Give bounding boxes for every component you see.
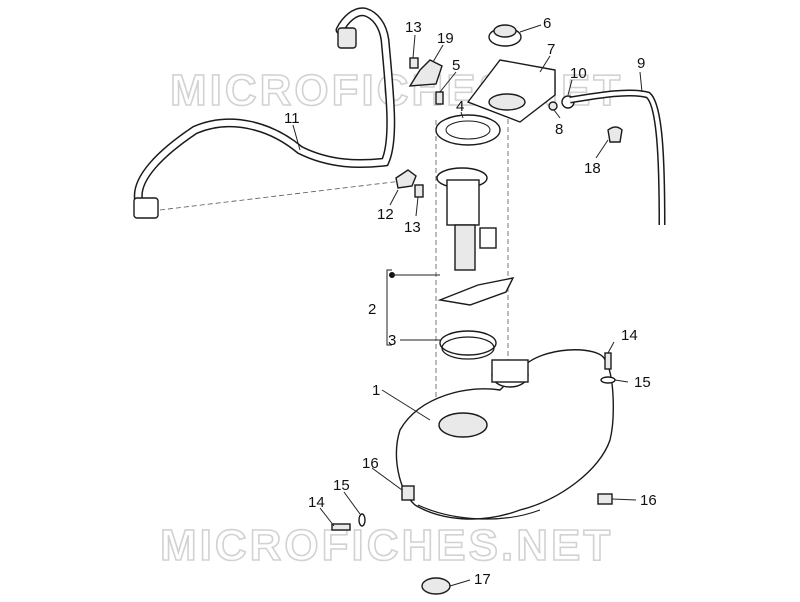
leader-9: [639, 71, 643, 93]
leader-10: [567, 79, 573, 96]
part-7-filler-tray: [466, 59, 556, 123]
part-17-grommet: [421, 577, 451, 595]
leader-4: [460, 111, 464, 119]
leader-13b: [415, 196, 419, 217]
callout-13-top: 13: [405, 19, 422, 36]
part-4-gasket-ring: [435, 114, 501, 146]
callout-17: 17: [474, 571, 491, 588]
part-1-fuel-tank: [395, 349, 614, 520]
callout-8: 8: [555, 121, 563, 138]
part-15-washer-left: [358, 513, 366, 527]
part-13-screw: [409, 57, 419, 69]
assembly-axis-line: [159, 179, 411, 211]
callout-5: 5: [452, 57, 460, 74]
leader-11: [292, 124, 301, 151]
leader-19: [432, 44, 444, 63]
part-3-seal-ring: [439, 330, 497, 360]
callout-15-right: 15: [634, 374, 651, 391]
callout-19: 19: [437, 30, 454, 47]
callout-18: 18: [584, 160, 601, 177]
leader-7: [539, 55, 551, 73]
leader-5: [439, 71, 457, 93]
leader-13a: [412, 34, 416, 59]
leader-16b: [611, 498, 637, 501]
leader-14a: [319, 507, 335, 527]
callout-16-right: 16: [640, 492, 657, 509]
callout-14-left: 14: [308, 494, 325, 511]
leader-17: [449, 579, 471, 587]
part-16-clip-right: [597, 493, 613, 505]
part-5-bolt: [435, 91, 444, 105]
leader-15b: [614, 379, 629, 383]
callout-4: 4: [456, 98, 464, 115]
callout-7: 7: [547, 41, 555, 58]
leader-1: [381, 389, 431, 421]
part-12-bracket: [395, 169, 417, 189]
part-2-fuel-pump: [436, 167, 515, 306]
callout-10: 10: [570, 65, 587, 82]
callout-16-left: 16: [362, 455, 379, 472]
leader-6: [519, 24, 542, 33]
part-14-bolt-left: [331, 523, 351, 531]
callout-6: 6: [543, 15, 551, 32]
leader-18: [595, 139, 609, 159]
leader-8: [553, 109, 561, 119]
leader-15a: [343, 491, 361, 515]
part-6-filler-cap: [488, 24, 522, 47]
part-13-screw-lower: [414, 184, 424, 198]
leader-12: [389, 189, 399, 206]
callout-13-lower: 13: [404, 219, 421, 236]
callout-1: 1: [372, 382, 380, 399]
watermark-bottom: MICROFICHES.NET: [160, 521, 613, 570]
callout-12: 12: [377, 206, 394, 223]
part-15-washer-right: [600, 376, 616, 384]
callout-2: 2: [368, 301, 376, 318]
callout-9: 9: [637, 55, 645, 72]
leader-14b: [607, 341, 615, 354]
part-14-bolt-right: [604, 352, 612, 370]
part-11-fuel-hose: [133, 7, 396, 219]
callout-14-right: 14: [621, 327, 638, 344]
leader-16a: [371, 467, 403, 491]
part-9-breather-hose: [569, 89, 666, 226]
part-19-clamp: [408, 59, 443, 87]
bracket-2-3: [386, 269, 392, 346]
part-16-clip-left: [401, 485, 415, 501]
part-8-fitting: [548, 101, 558, 111]
callout-11: 11: [284, 110, 300, 127]
callout-15-left: 15: [333, 477, 350, 494]
callout-3: 3: [388, 332, 396, 349]
part-18-clip: [607, 126, 623, 143]
